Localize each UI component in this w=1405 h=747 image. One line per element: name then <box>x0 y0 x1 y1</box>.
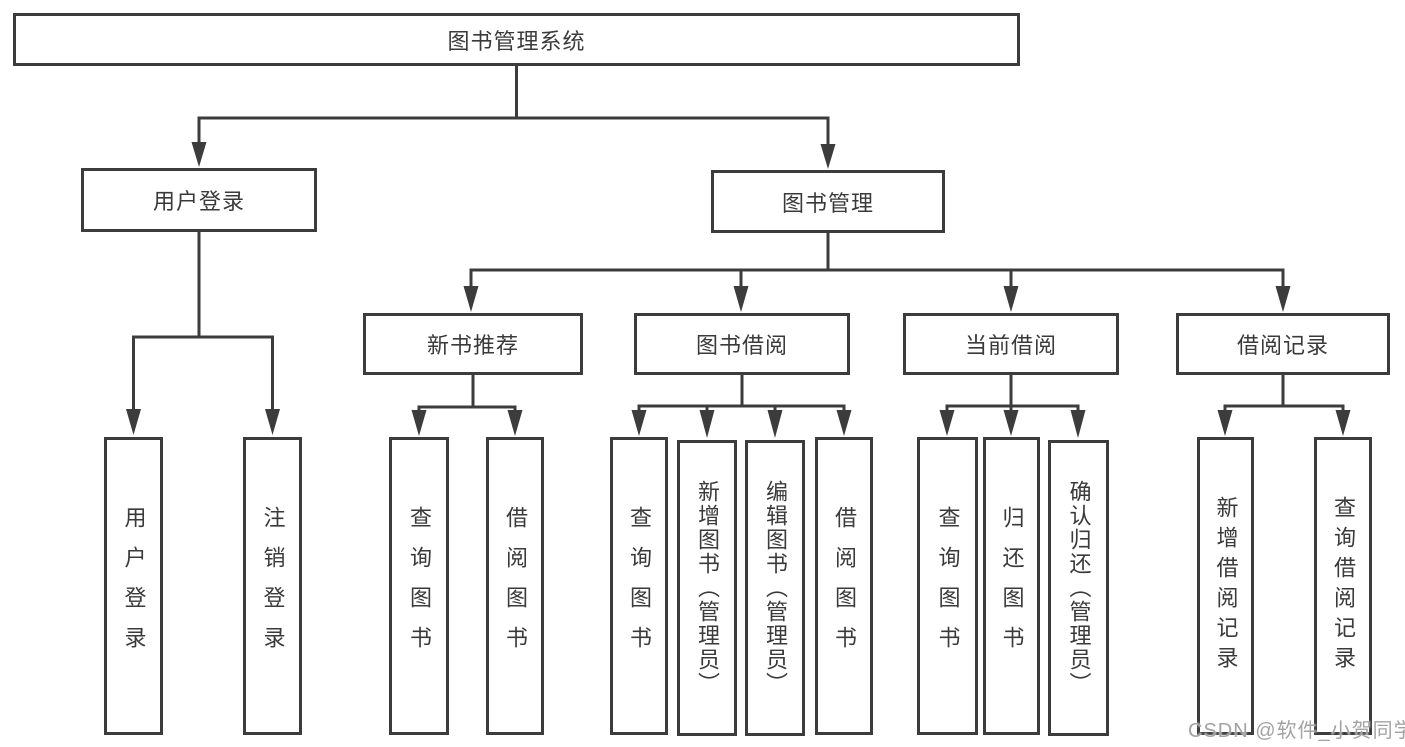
node-library-system: 图书管理系统 <box>13 13 1020 66</box>
leaf-return-books: 归还图书 <box>983 437 1040 735</box>
node-current-borrow: 当前借阅 <box>903 313 1119 375</box>
arrowheads <box>126 142 1351 438</box>
leaf-query-books-borrow: 查询图书 <box>610 437 668 735</box>
leaf-query-borrow-record: 查询借阅记录 <box>1314 437 1372 735</box>
leaf-user-login: 用户登录 <box>104 437 163 735</box>
node-new-book-recommend: 新书推荐 <box>363 313 583 375</box>
leaf-edit-books-admin: 编辑图书（管理员） <box>745 440 805 736</box>
leaf-query-books-current: 查询图书 <box>917 437 978 735</box>
node-book-management: 图书管理 <box>711 170 945 233</box>
leaf-add-borrow-record: 新增借阅记录 <box>1197 437 1254 735</box>
leaf-borrow-books: 借阅图书 <box>815 437 873 735</box>
leaf-logout: 注销登录 <box>243 437 302 735</box>
leaf-add-books-admin: 新增图书（管理员） <box>677 440 737 736</box>
csdn-watermark: CSDN @软件_小贺同学 <box>1188 720 1405 742</box>
leaf-confirm-return-admin: 确认归还（管理员） <box>1048 440 1109 736</box>
node-borrow-records: 借阅记录 <box>1176 313 1390 375</box>
node-user-login: 用户登录 <box>81 168 317 232</box>
leaf-borrow-books-recommend: 借阅图书 <box>486 437 544 735</box>
leaf-query-books-recommend: 查询图书 <box>389 437 449 735</box>
node-book-borrow: 图书借阅 <box>634 313 850 375</box>
